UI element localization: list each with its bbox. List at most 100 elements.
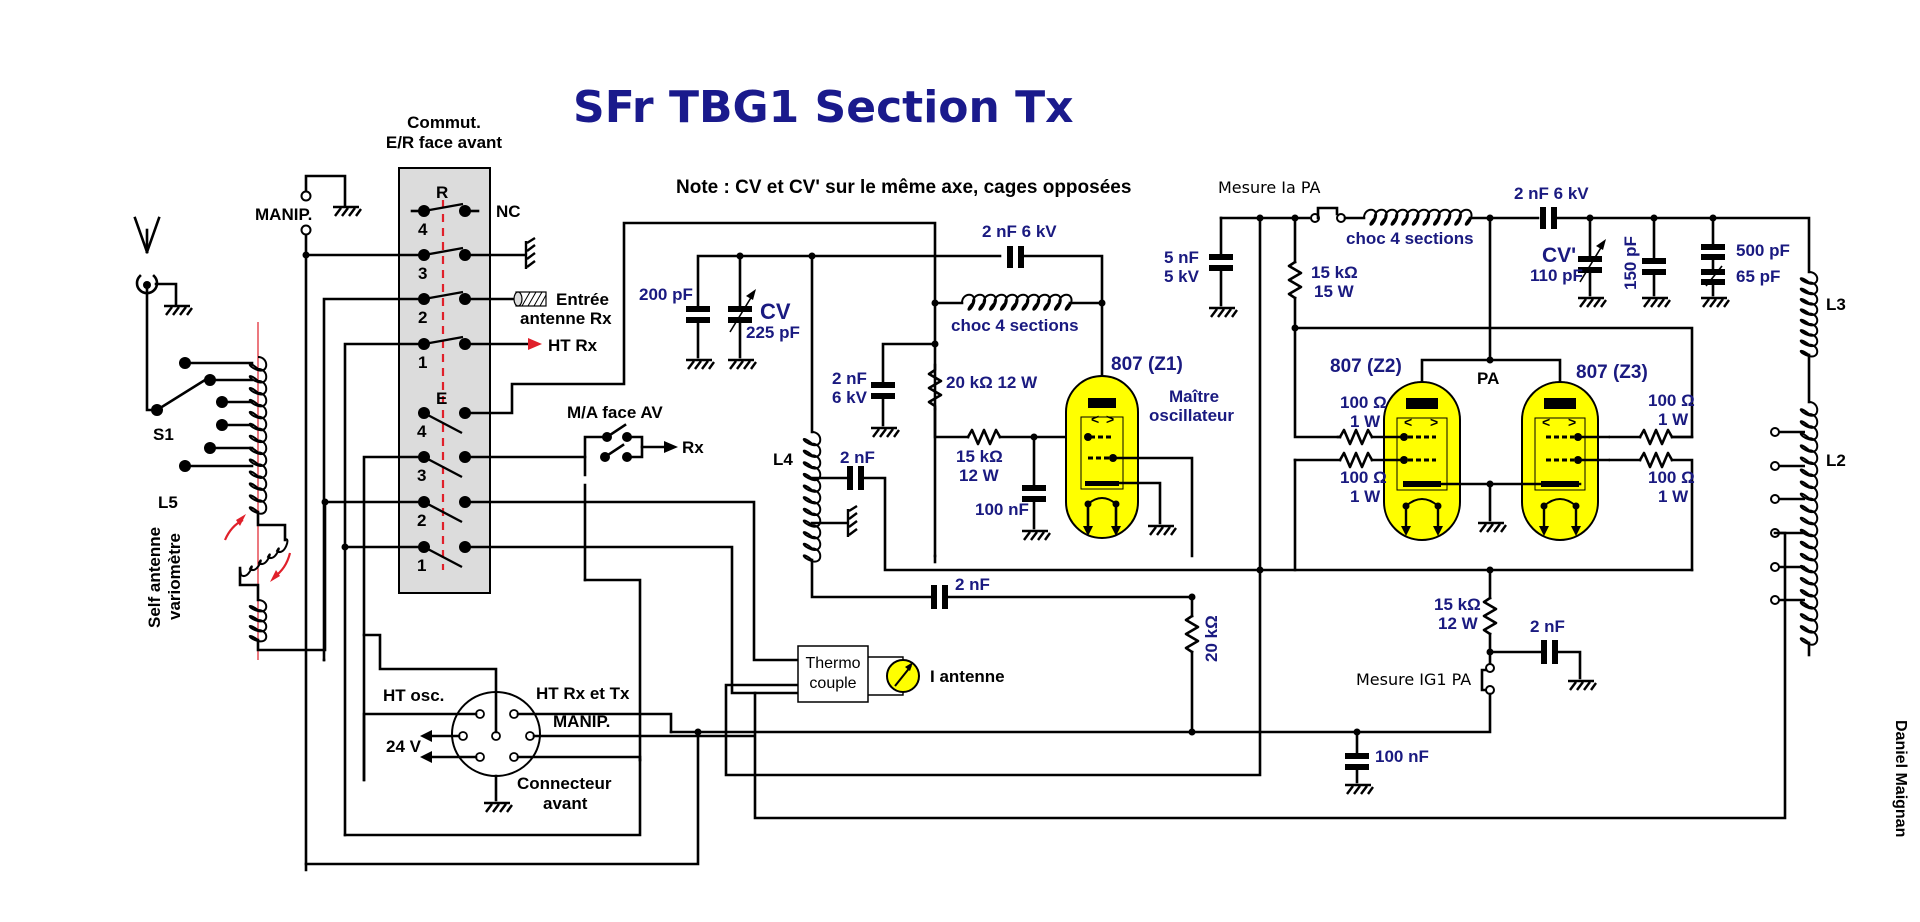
commutator-r-number: 4 [418, 220, 428, 239]
mesure-ig1-label: Mesure IG1 PA [1356, 670, 1471, 689]
pa-r15k-1: 15 kΩ [1311, 263, 1358, 282]
manip-top-label: MANIP. [255, 205, 312, 224]
grid-resistor-value: 100 Ω [1648, 391, 1695, 410]
commutator-e-number: 1 [417, 556, 426, 575]
ma-front-switch[interactable] [583, 423, 678, 762]
tube-z3-label: 807 (Z3) [1576, 362, 1648, 383]
variometer-label-2: variomètre [165, 533, 184, 620]
cv-variable-cap[interactable] [726, 254, 758, 371]
commutator-e-number: 2 [417, 511, 426, 530]
cv-prime-label: CV' [1542, 244, 1576, 267]
l2-taps[interactable] [1770, 427, 1805, 605]
r20k-vertical-label: 20 kΩ [1202, 615, 1221, 662]
connector-ht-rx-tx: HT Rx et Tx [536, 684, 630, 703]
pa-label: PA [1477, 369, 1499, 388]
s1-tap-switch: S1 [151, 357, 254, 472]
grid-resistor-power: 1 W [1350, 487, 1381, 506]
commutator-section-r: R [436, 183, 448, 202]
grid-resistor-power: 1 W [1658, 487, 1689, 506]
pa-cap-top-label: 2 nF 6 kV [1514, 184, 1589, 203]
ma-rx-output: Rx [682, 438, 704, 457]
l4-label: L4 [773, 450, 793, 469]
l5-variometer: L5 Self antenne variomètre [145, 322, 327, 660]
osc-choke-label: choc 4 sections [951, 316, 1079, 335]
connector-ht-osc: HT osc. [383, 686, 444, 705]
s1-label: S1 [153, 425, 174, 444]
cap-500pf-label: 500 pF [1736, 241, 1790, 260]
mesure-ia-label: Mesure Ia PA [1218, 178, 1321, 197]
grid-resistor-power: 1 W [1658, 410, 1689, 429]
pa-c100n-label: 100 nF [1375, 747, 1429, 766]
grid-resistor-value: 100 Ω [1340, 468, 1387, 487]
osc-r15k-2: 12 W [959, 466, 1000, 485]
coupling-cap-label: 2 nF [955, 575, 990, 594]
cap-200pf-label: 200 pF [639, 285, 693, 304]
osc-cap-top-label: 2 nF 6 kV [982, 222, 1057, 241]
cap-150pf-label: 150 pF [1621, 236, 1640, 290]
l5-label: L5 [158, 493, 178, 512]
cap-5nf-1: 5 nF [1164, 248, 1199, 267]
l2-tap[interactable] [1770, 494, 1780, 504]
connector-label-1: Connecteur [517, 774, 612, 793]
antenna-current-meter-icon [886, 659, 920, 693]
commutator-e-number: 3 [417, 466, 426, 485]
thermocouple-label-2: couple [809, 675, 856, 692]
commutator-title-1: Commut. [407, 113, 481, 132]
ma-switch-label: M/A face AV [567, 403, 663, 422]
bias-cap-label: 2 nF [1530, 617, 1565, 636]
commutator-section-e: E [436, 389, 447, 408]
tube-807-z3: <> [1521, 381, 1610, 541]
l2-tap[interactable] [1770, 461, 1780, 471]
rx-antenna-label-2: antenne Rx [520, 309, 612, 328]
coax-socket-icon [135, 274, 194, 412]
osc-cap-2nf-1: 2 nF [832, 369, 867, 388]
ht-rx-label: HT Rx [548, 336, 598, 355]
bias-r15k-2: 12 W [1438, 614, 1479, 633]
pa-r15k-2: 15 W [1314, 282, 1355, 301]
l2-tap[interactable] [1770, 595, 1780, 605]
commutator-r-number: 1 [418, 353, 427, 372]
l2-tap[interactable] [1770, 427, 1780, 437]
cv-value: 225 pF [746, 323, 800, 342]
antenna-current-label: I antenne [930, 667, 1005, 686]
svg-text:>: > [1568, 414, 1576, 430]
grid-resistor-value: 100 Ω [1648, 468, 1695, 487]
l3-label: L3 [1826, 295, 1846, 314]
connector-24v: 24 V [386, 737, 422, 756]
antenna-icon [133, 216, 161, 254]
cap-5nf [1207, 216, 1239, 319]
tube-z1-label: 807 (Z1) [1111, 354, 1183, 375]
note-text: Note : CV et CV' sur le même axe, cages … [676, 177, 1131, 198]
osc-r15k-1: 15 kΩ [956, 447, 1003, 466]
cv-prime-variable-cap[interactable] [1576, 216, 1608, 309]
connector-manip: MANIP. [553, 712, 610, 731]
l2-tap[interactable] [1770, 562, 1780, 572]
grid-resistor-value: 100 Ω [1340, 393, 1387, 412]
svg-text:<: < [1091, 411, 1099, 427]
osc-cap-2nf-2: 6 kV [832, 388, 868, 407]
connector-label-2: avant [543, 794, 588, 813]
svg-text:<: < [1542, 414, 1550, 430]
svg-text:>: > [1106, 411, 1114, 427]
tube-z1-role-1: Maître [1169, 387, 1219, 406]
cv-label: CV [760, 299, 791, 324]
bias-r15k-1: 15 kΩ [1434, 595, 1481, 614]
cap-5nf-2: 5 kV [1164, 267, 1200, 286]
commutator-box[interactable]: R E [398, 167, 491, 594]
svg-text:<: < [1404, 414, 1412, 430]
tube-z1-role-2: oscillateur [1149, 406, 1234, 425]
variometer-label-1: Self antenne [145, 527, 164, 628]
tube-z2-label: 807 (Z2) [1330, 356, 1402, 377]
commutator-title-2: E/R face avant [386, 133, 503, 152]
tube-807-z1: < > [1065, 375, 1139, 539]
nc-label: NC [496, 202, 521, 221]
thermocouple-label-1: Thermo [805, 655, 860, 672]
page-title: SFr TBG1 Section Tx [573, 82, 1074, 133]
rx-antenna-label-1: Entrée [556, 290, 609, 309]
l2-label: L2 [1826, 451, 1846, 470]
l4-cap-label: 2 nF [840, 448, 875, 467]
tube-807-z2: <> [1383, 381, 1461, 541]
commutator-e-number: 4 [417, 422, 427, 441]
osc-c100n-label: 100 nF [975, 500, 1029, 519]
